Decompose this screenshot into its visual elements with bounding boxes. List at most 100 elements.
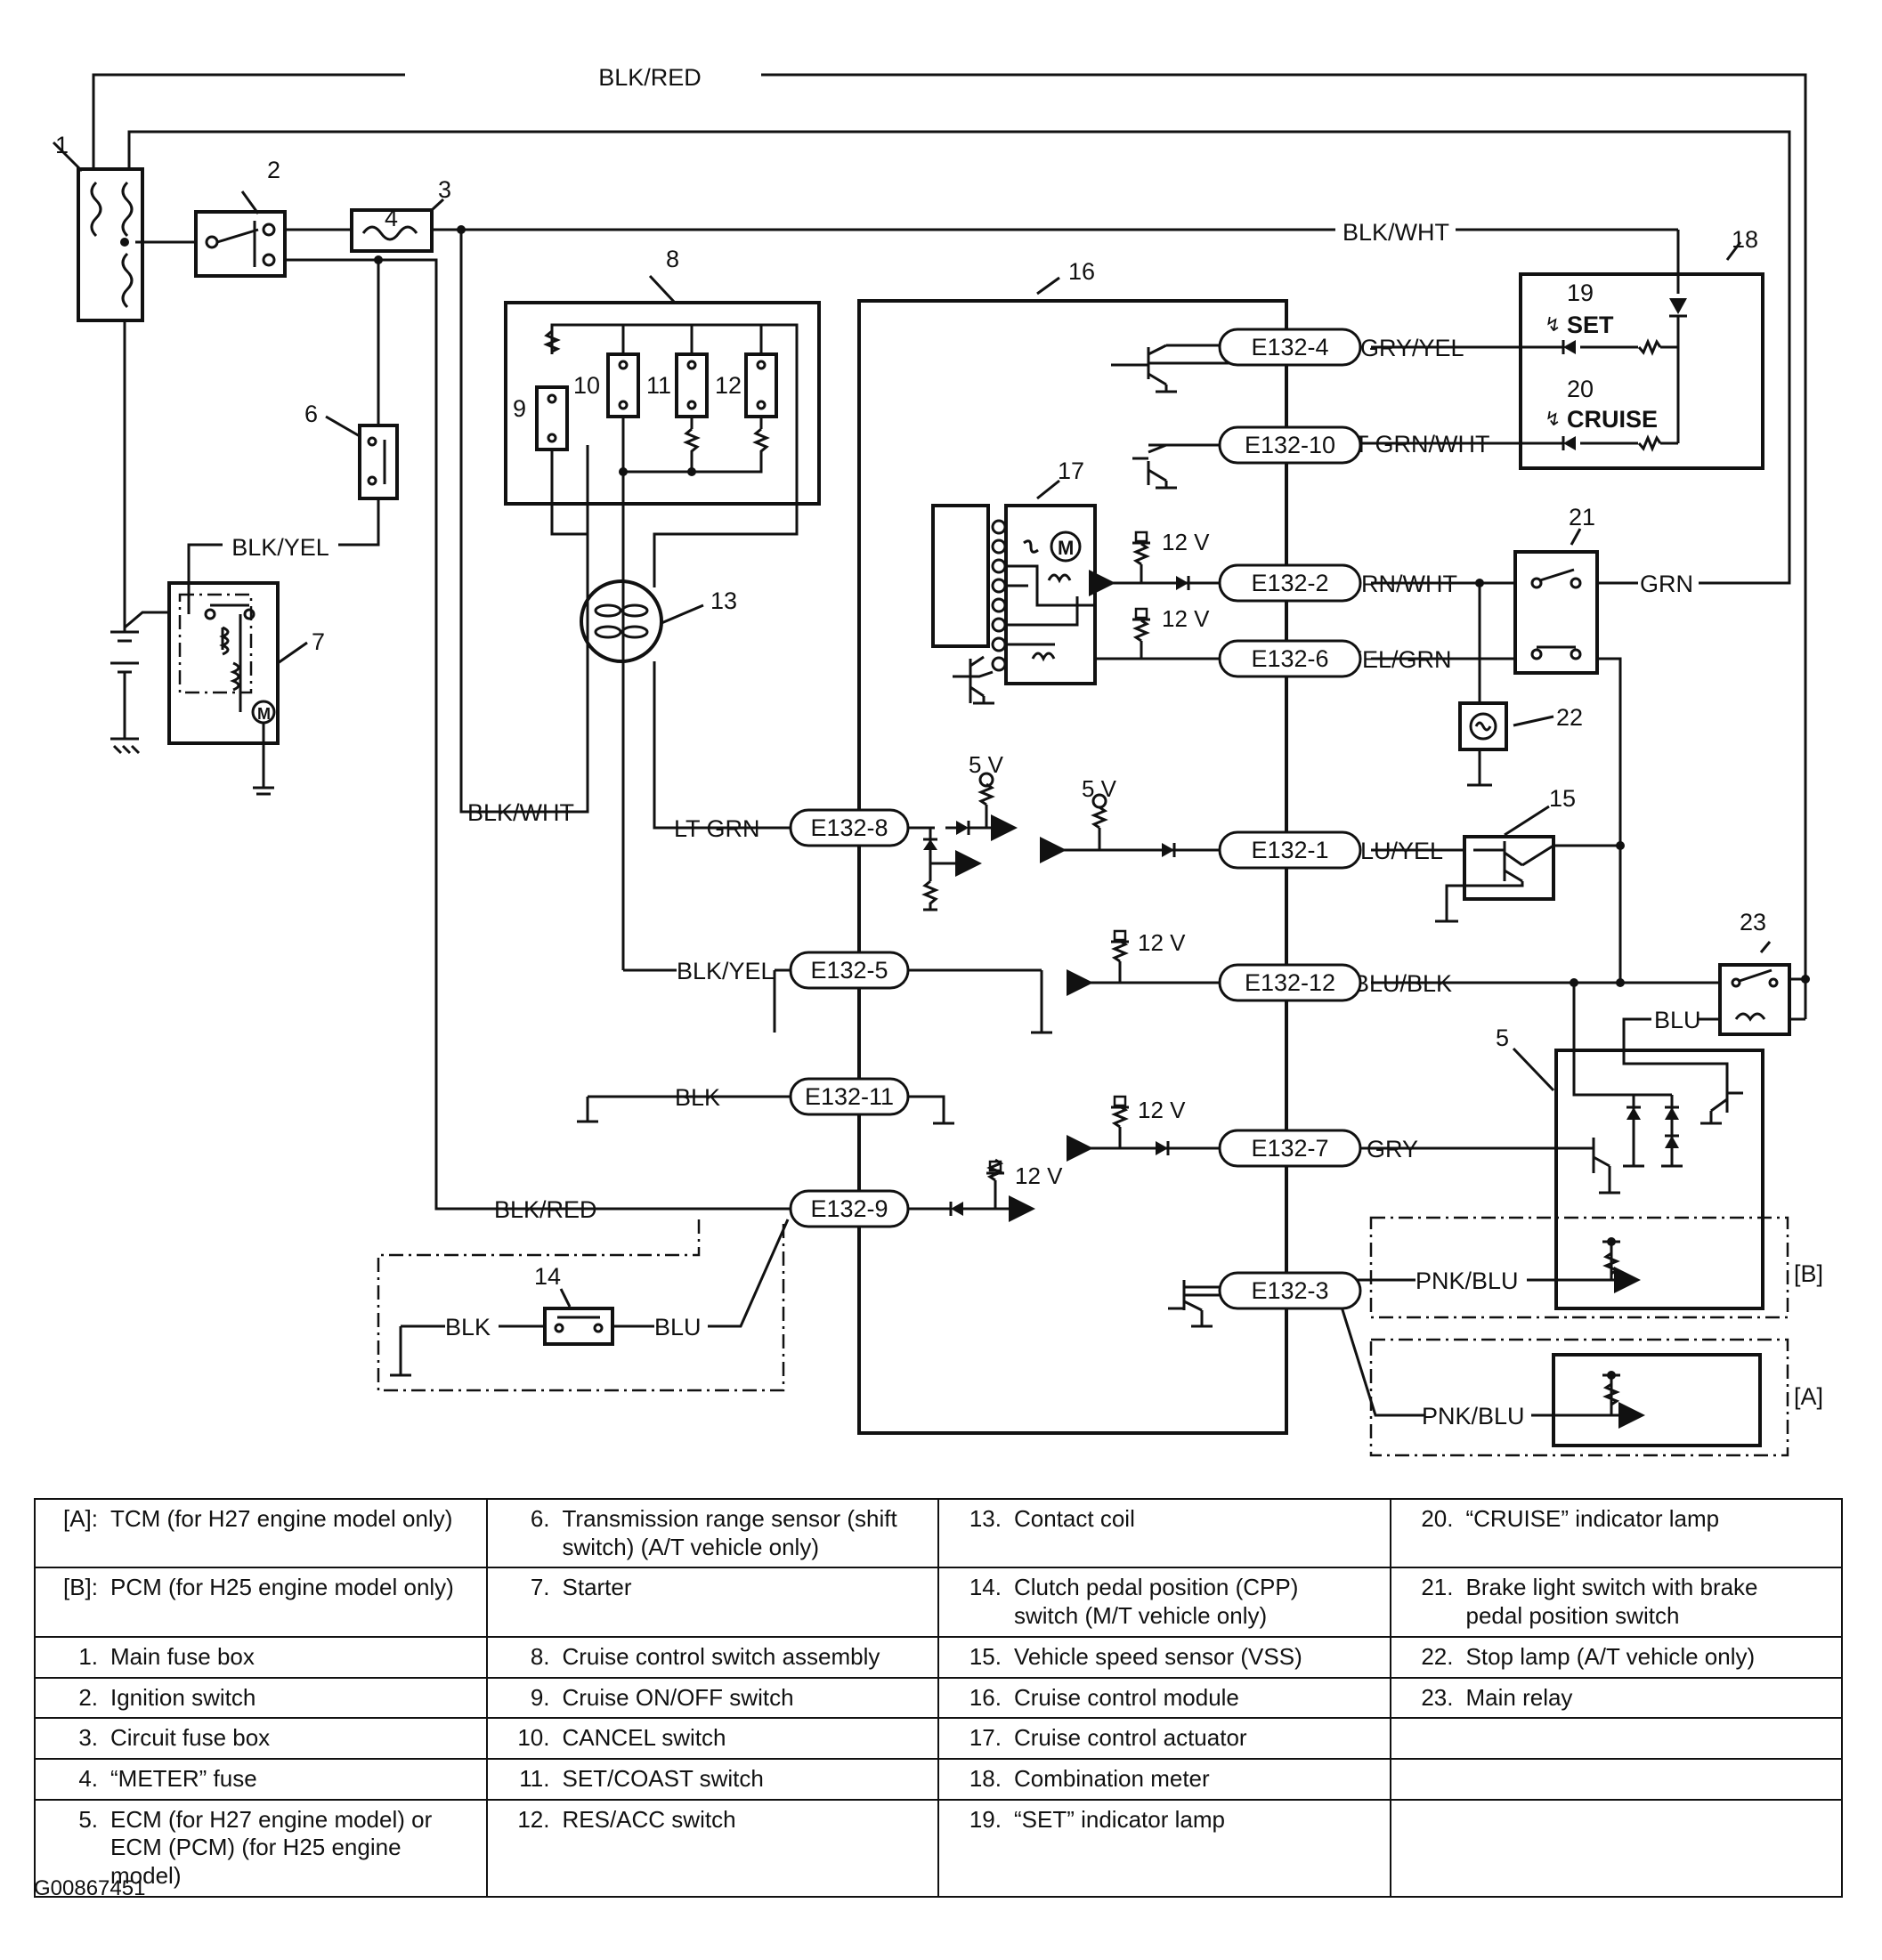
terminal-e132-3: E132-3 <box>1218 1271 1362 1310</box>
component-number-5: 5 <box>1496 1025 1509 1051</box>
legend-key: [B]: <box>62 1574 98 1601</box>
terminal-e132-9: E132-9 <box>789 1189 910 1228</box>
component-number-12: 12 <box>715 372 742 399</box>
terminal-e132-8: E132-8 <box>789 808 910 847</box>
legend-cell <box>1389 1798 1843 1898</box>
main-fuse-box: 1 <box>52 132 144 322</box>
terminal-e132-11: E132-11 <box>789 1077 910 1116</box>
legend-cell: 14.Clutch pedal position (CPP) switch (M… <box>937 1567 1391 1638</box>
voltage-label-5v-b: 5 V <box>1082 775 1117 802</box>
voltage-label-12v-b: 12 V <box>1162 605 1210 632</box>
voltage-label-12v-d: 12 V <box>1138 1097 1186 1123</box>
wire-label-blu-blk: BLU/BLK <box>1353 970 1452 997</box>
cruise-control-actuator: M 17 <box>931 458 1148 705</box>
tcm-block-a: PNK/BLU [A] <box>1334 1286 1823 1457</box>
voltage-label-12v-c: 12 V <box>1138 929 1186 956</box>
legend-key: 21. <box>1421 1574 1454 1601</box>
component-number-2: 2 <box>267 157 280 183</box>
legend-description: Ignition switch <box>110 1683 256 1711</box>
component-number-20: 20 <box>1567 376 1594 402</box>
component-number-4: 4 <box>385 205 398 231</box>
legend-key: 14. <box>969 1574 1002 1601</box>
legend-description: CANCEL switch <box>562 1724 726 1752</box>
wire-label-blk-wht-left: BLK/WHT <box>467 799 574 826</box>
wire-label-blk-cpp: BLK <box>445 1314 491 1340</box>
svg-text:E132-1: E132-1 <box>1251 837 1328 863</box>
component-number-21: 21 <box>1569 504 1595 530</box>
voltage-label-12v-e: 12 V <box>1015 1162 1063 1189</box>
legend-key: 10. <box>517 1724 550 1752</box>
terminal-e132-1: E132-1 <box>1218 830 1362 870</box>
wire-label-lt-grn-wht: LT GRN/WHT <box>1343 431 1490 458</box>
wire-label-blk-yel-mid: BLK/YEL <box>677 958 775 984</box>
legend-description: Stop lamp (A/T vehicle only) <box>1465 1642 1756 1670</box>
stop-lamp: 22 <box>1458 583 1583 787</box>
component-number-6: 6 <box>304 401 318 427</box>
component-number-18: 18 <box>1732 226 1758 253</box>
component-number-7: 7 <box>312 628 325 655</box>
legend-key: 17. <box>969 1724 1002 1752</box>
terminal-e132-10: E132-10 <box>1218 425 1362 465</box>
legend-cell: 3.Circuit fuse box <box>34 1717 488 1761</box>
wire-label-yel-grn: YEL/GRN <box>1346 646 1452 673</box>
terminal-e132-5: E132-5 <box>789 951 910 990</box>
pcm-block-b: PNK/BLU [B] <box>1335 1216 1823 1319</box>
legend-description: “METER” fuse <box>110 1765 257 1793</box>
svg-text:↯: ↯ <box>1545 313 1561 336</box>
legend-description: Circuit fuse box <box>110 1724 271 1752</box>
legend-cell: 22.Stop lamp (A/T vehicle only) <box>1389 1635 1843 1679</box>
brake-light-switch: 21 GRN <box>1473 504 1772 983</box>
svg-text:E132-8: E132-8 <box>810 814 888 841</box>
wire-label-blu-cpp: BLU <box>654 1314 702 1340</box>
power-wiring: BLK/RED BLK/WHT BLK/YEL BLK/WHT <box>92 64 1807 1211</box>
wire-label-blu-relay: BLU <box>1654 1007 1701 1033</box>
component-number-9: 9 <box>513 395 526 422</box>
legend-cell: 10. CANCEL switch <box>485 1717 939 1761</box>
legend-cell: 23.Main relay <box>1389 1676 1843 1720</box>
module-left-terminals: 5 V BLK BLK/RED 12 V <box>494 751 1063 1223</box>
component-number-17: 17 <box>1058 458 1084 484</box>
legend-key: 13. <box>969 1505 1002 1532</box>
svg-text:E132-6: E132-6 <box>1251 645 1328 672</box>
legend-description: RES/ACC switch <box>562 1805 736 1833</box>
svg-text:E132-11: E132-11 <box>805 1083 894 1110</box>
wire-label-lt-grn: LT GRN <box>674 815 760 842</box>
legend-cell: 1.Main fuse box <box>34 1635 488 1679</box>
svg-text:E132-2: E132-2 <box>1251 570 1328 596</box>
legend-row: 5.ECM (for H27 engine model) or ECM (PCM… <box>34 1798 1843 1898</box>
wire-label-grn-wht: GRN/WHT <box>1343 571 1457 597</box>
legend-description: Contact coil <box>1014 1505 1135 1532</box>
wire-label-gry-yel: GRY/YEL <box>1360 335 1464 361</box>
component-number-13: 13 <box>710 587 737 614</box>
module-right-terminals: 12 V 12 V 5 V 12 V 12 V <box>1040 344 1286 1328</box>
component-number-11: 11 <box>646 372 671 399</box>
legend-cell: 4.“METER” fuse <box>34 1758 488 1801</box>
legend-description: Vehicle speed sensor (VSS) <box>1014 1642 1302 1670</box>
svg-text:E132-9: E132-9 <box>810 1195 888 1222</box>
legend-cell: [B]:PCM (for H25 engine model only) <box>34 1567 488 1638</box>
svg-text:↯: ↯ <box>1545 408 1561 430</box>
legend-description: Combination meter <box>1014 1765 1210 1793</box>
legend-cell: 19.“SET” indicator lamp <box>937 1798 1391 1898</box>
legend-cell <box>1389 1717 1843 1761</box>
cruise-control-switch-assembly: 8 9 10 11 12 <box>504 246 821 970</box>
legend-row: [A]:TCM (for H27 engine model only)6.Tra… <box>34 1497 1843 1569</box>
legend-cell: 11.SET/COAST switch <box>485 1758 939 1801</box>
wire-label-gry: GRY <box>1367 1136 1418 1162</box>
legend-cell <box>1389 1758 1843 1801</box>
legend-cell: [A]:TCM (for H27 engine model only) <box>34 1497 488 1569</box>
voltage-label-12v-a: 12 V <box>1162 529 1210 555</box>
battery-icon <box>110 611 169 755</box>
legend-description: ECM (for H27 engine model) or ECM (PCM) … <box>110 1805 433 1890</box>
legend-key: [A]: <box>62 1505 98 1532</box>
wire-label-blk-red-low: BLK/RED <box>494 1196 597 1223</box>
cruise-indicator-label: CRUISE <box>1567 406 1658 433</box>
component-number-1: 1 <box>55 132 69 158</box>
legend-cell: 18.Combination meter <box>937 1758 1391 1801</box>
circuit-fuse-box: 4 3 <box>350 176 451 253</box>
wire-label-grn: GRN <box>1640 571 1693 597</box>
